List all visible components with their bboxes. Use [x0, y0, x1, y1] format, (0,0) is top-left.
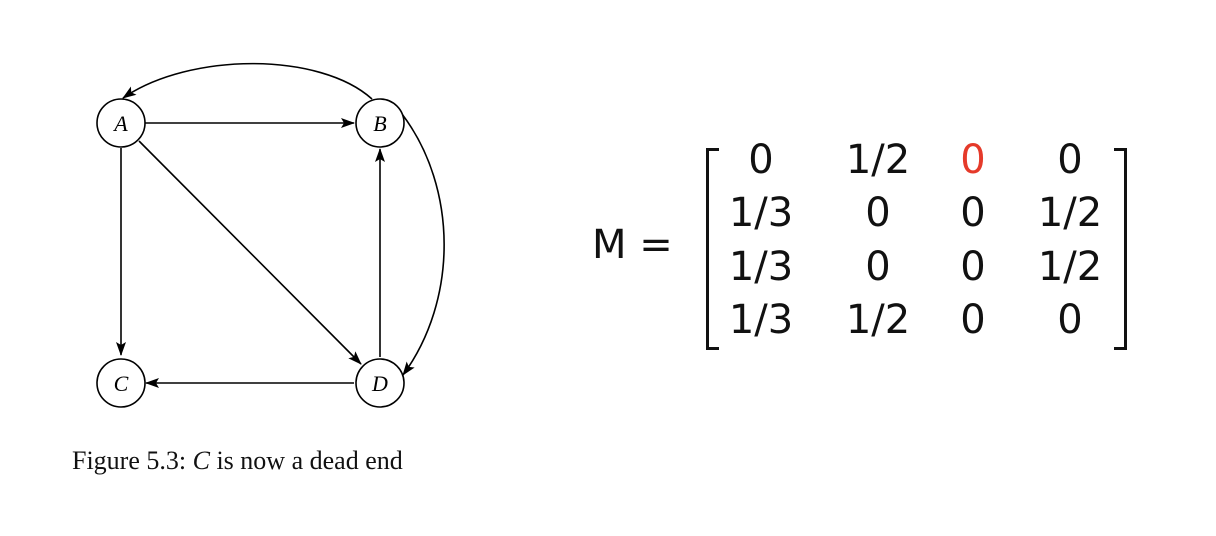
matrix-left-bracket	[706, 148, 719, 350]
caption-prefix: Figure 5.3:	[72, 446, 187, 475]
matrix-right-bracket	[1114, 148, 1127, 350]
node-a: A	[96, 98, 146, 148]
matrix-cell: 0	[960, 137, 986, 183]
node-d: D	[355, 358, 405, 408]
node-b: B	[355, 98, 405, 148]
edge-b-to-a	[122, 62, 373, 100]
node-c-label: C	[114, 371, 129, 396]
matrix-cell: 1/2	[1037, 190, 1103, 236]
matrix-cell: 0	[960, 190, 986, 236]
matrix-cell: 0	[1057, 137, 1083, 183]
matrix-cell: 1/2	[1037, 244, 1103, 290]
matrix-cell: 1/2	[845, 137, 911, 183]
matrix-cell: 0	[1057, 297, 1083, 343]
matrix-cell: 0	[748, 137, 774, 183]
node-b-label: B	[373, 111, 386, 136]
matrix-cell: 1/3	[728, 244, 794, 290]
figure-caption: Figure 5.3: C is now a dead end	[72, 446, 403, 476]
matrix-cell: 1/3	[728, 297, 794, 343]
node-d-label: D	[371, 371, 388, 396]
caption-suffix: is now a dead end	[216, 446, 403, 475]
matrix-cell: 1/2	[845, 297, 911, 343]
edge-a-to-d	[138, 140, 362, 365]
node-c: C	[96, 358, 146, 408]
matrix-lhs: M =	[592, 222, 673, 268]
matrix-cell: 0	[960, 297, 986, 343]
matrix-cell: 0	[865, 244, 891, 290]
node-a-label: A	[112, 111, 128, 136]
transition-matrix: M = 0 1/2 0 0 1/3 0 0 1/2 1/3 0 0 1/2 1/3 1/2 0 0	[588, 134, 1148, 356]
graph-diagram: A B C D	[96, 62, 445, 408]
matrix-cell: 0	[865, 190, 891, 236]
matrix-cell: 0	[960, 244, 986, 290]
matrix-cell: 1/3	[728, 190, 794, 236]
edge-b-to-d	[401, 113, 445, 376]
caption-variable: C	[192, 446, 210, 475]
